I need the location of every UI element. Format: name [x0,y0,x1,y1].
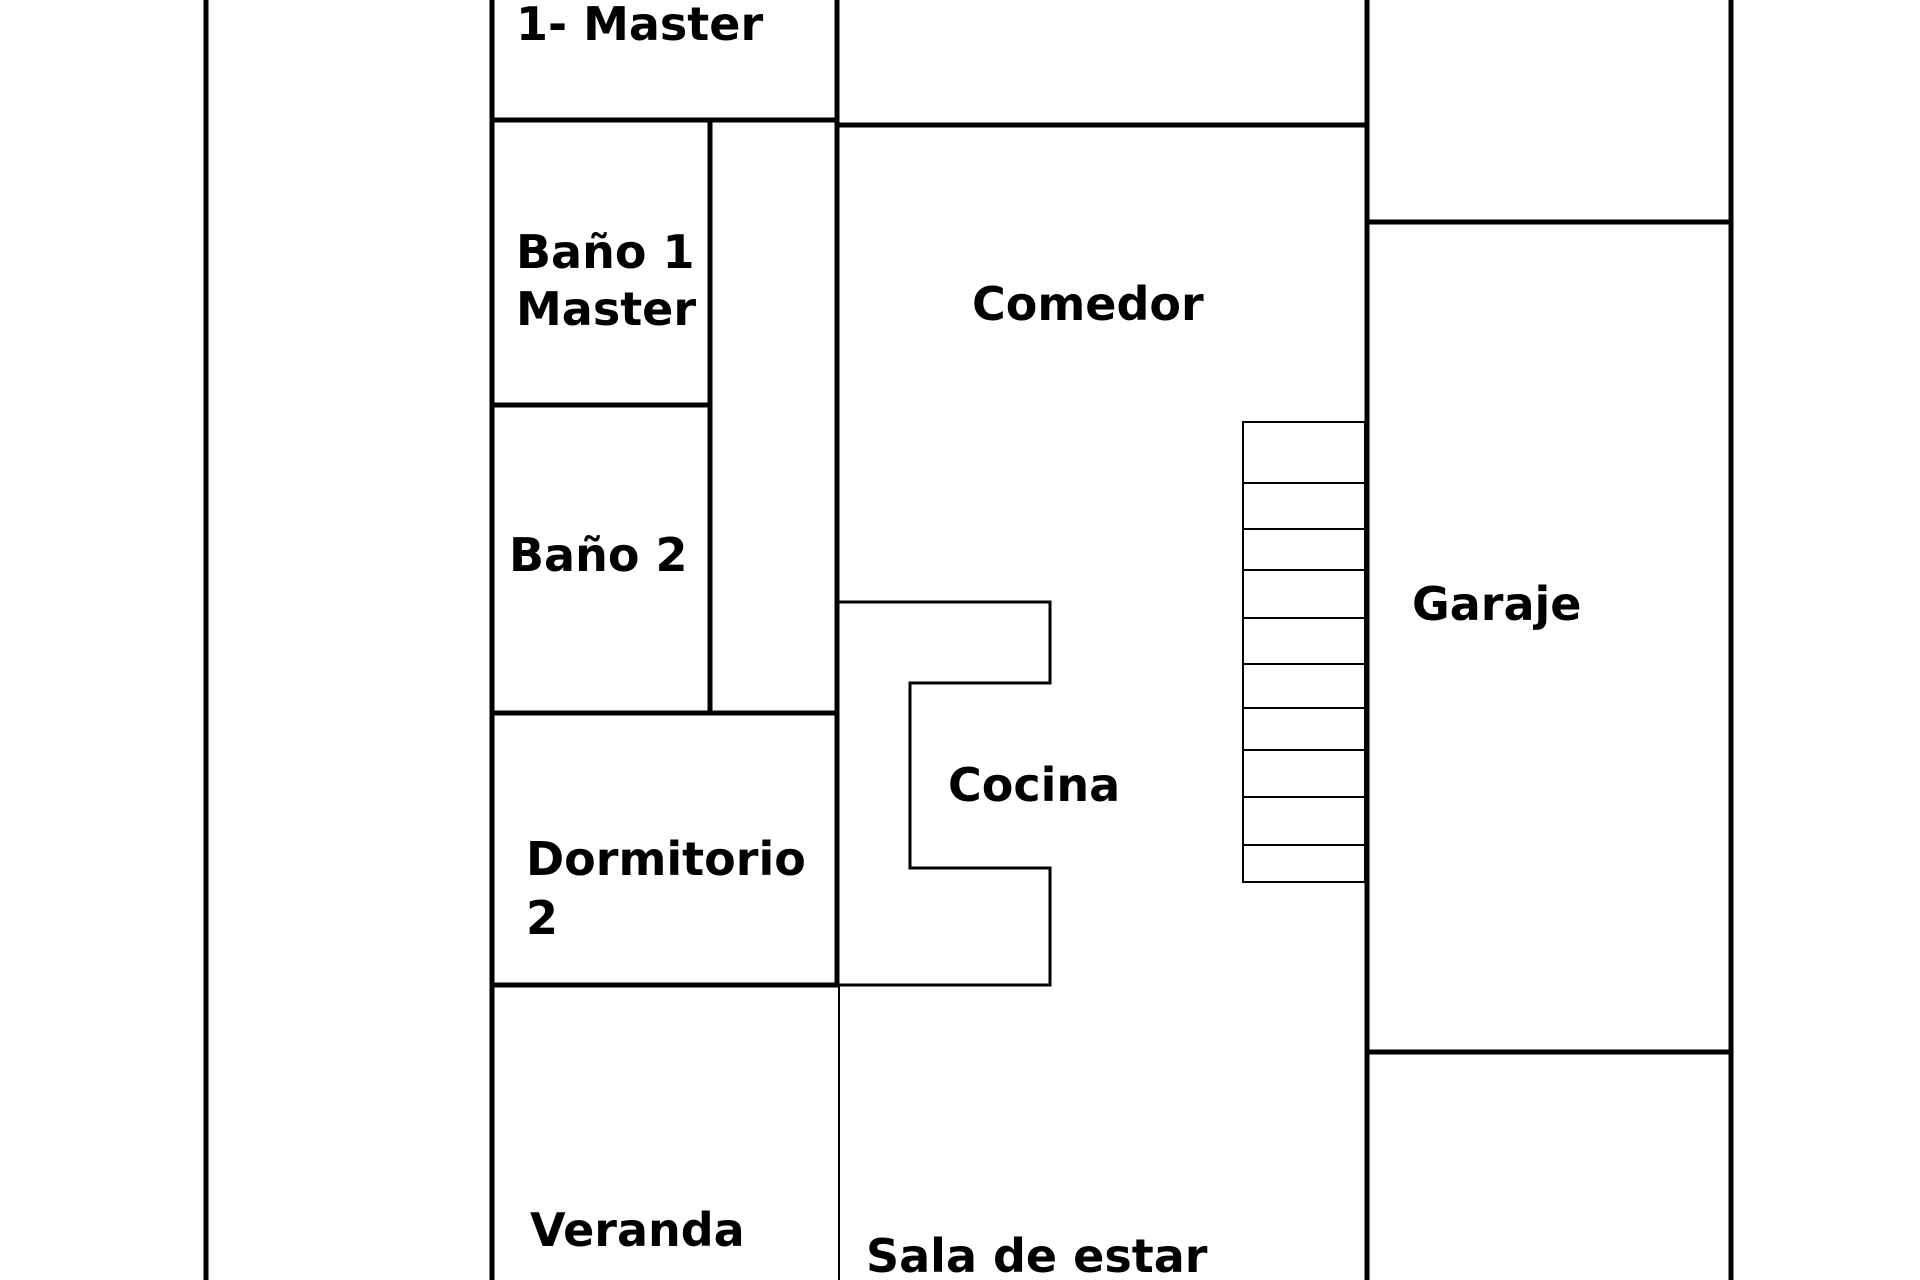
walls [203,0,1734,1280]
label-cocina: Cocina [948,758,1120,812]
label-bano1-line1: Baño 1 [516,225,694,279]
label-sala: Sala de estar [866,1229,1208,1280]
label-veranda: Veranda [530,1203,745,1257]
label-dormitorio-line1: Dormitorio [526,832,806,886]
label-garaje: Garaje [1412,577,1582,631]
label-comedor: Comedor [972,277,1204,331]
label-dormitorio-line2: 2 [526,891,558,945]
label-bano2: Baño 2 [509,528,687,582]
staircase [1242,421,1366,883]
kitchen-counter [837,600,1052,987]
label-master: 1- Master [516,0,763,51]
stair-frame [1242,421,1366,883]
label-bano1-line2: Master [516,282,696,336]
room-labels: 1- Master Baño 1 Master Baño 2 Dormitori… [509,0,1582,1280]
